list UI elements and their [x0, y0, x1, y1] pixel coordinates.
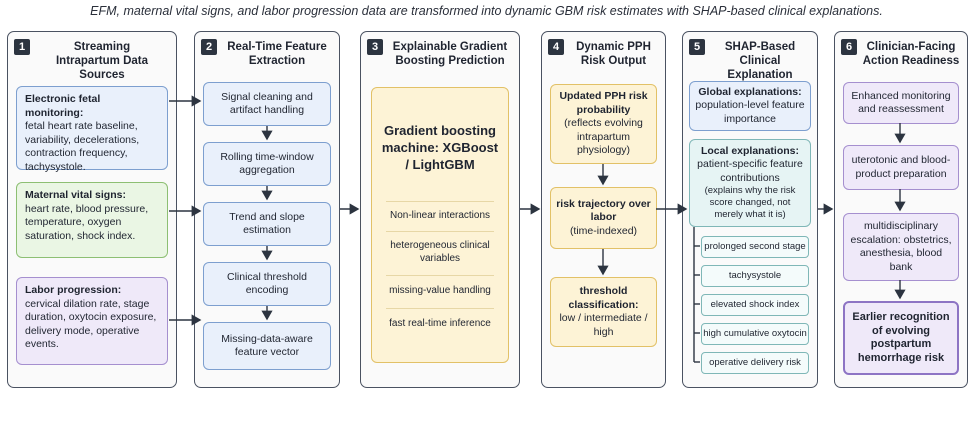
box-body: (time-indexed)	[569, 224, 638, 237]
risk-trajectory-box: risk trajectory over labor (time-indexed…	[550, 187, 657, 249]
box-heading: Local explanations:	[700, 144, 800, 157]
panel-data-sources: 1 Streaming Intrapartum Data Sources Ele…	[7, 31, 177, 388]
divider	[386, 275, 494, 276]
box-text: multidisciplinary escalation: obstetrics…	[850, 220, 952, 273]
box-body: heart rate, blood pressure, temperature,…	[25, 202, 149, 242]
gbm-feature-item: missing-value handling	[389, 285, 491, 296]
labor-progression-box: Labor progression: cervical dilation rat…	[16, 277, 168, 365]
box-heading: Updated PPH risk probability	[559, 90, 648, 116]
divider	[386, 201, 494, 202]
gbm-feature-item: Non-linear interactions	[389, 210, 491, 221]
box-heading: threshold classification:	[568, 285, 639, 311]
feature-step-box: Trend and slope estimation	[203, 202, 331, 246]
box-note: (explains why the risk score changed, no…	[704, 185, 796, 221]
box-heading: Labor progression:	[25, 284, 122, 296]
feature-step-box: Clinical threshold encoding	[203, 262, 331, 306]
shap-feature-tag: elevated shock index	[701, 294, 809, 316]
box-text: Clinical threshold encoding	[227, 270, 307, 297]
local-explanation-box: Local explanations: patient-specific fea…	[689, 139, 811, 227]
maternal-vitals-box: Maternal vital signs: heart rate, blood …	[16, 182, 168, 258]
box-heading: risk trajectory over labor	[556, 197, 651, 224]
box-body: population-level feature importance	[695, 99, 805, 125]
box-text: Missing-data-aware feature vector	[221, 332, 313, 359]
panel-action-readiness: 6 Clinician-Facing Action Readiness Enha…	[834, 31, 968, 388]
global-explanation-box: Global explanations: population-level fe…	[689, 81, 811, 131]
panel-risk-output: 4 Dynamic PPH Risk Output Updated PPH ri…	[541, 31, 666, 388]
outcome-box: Earlier recognition of evolving postpart…	[843, 301, 959, 375]
box-heading: Global explanations:	[698, 85, 802, 98]
box-body: patient-specific feature contributions	[697, 158, 803, 184]
shap-feature-tag: tachysystole	[701, 265, 809, 287]
box-heading: Electronic fetal monitoring:	[25, 93, 101, 119]
panel-title: SHAP-Based Clinical Explanation	[724, 41, 796, 81]
feature-step-box: Rolling time-window aggregation	[203, 142, 331, 186]
gbm-model-title: Gradient boosting machine: XGBoost / Lig…	[381, 123, 499, 172]
step-number: 2	[201, 39, 217, 55]
box-text: Earlier recognition of evolving postpart…	[852, 311, 950, 364]
box-text: Signal cleaning and artifact handling	[221, 90, 313, 117]
action-box: multidisciplinary escalation: obstetrics…	[843, 213, 959, 281]
box-text: Enhanced monitoring and reassessment	[851, 89, 951, 116]
step-number: 3	[367, 39, 383, 55]
threshold-classification-box: threshold classification: low / intermed…	[550, 277, 657, 347]
step-number: 6	[841, 39, 857, 55]
gbm-feature-item: heterogeneous clinical variables	[390, 240, 490, 264]
action-box: Enhanced monitoring and reassessment	[843, 82, 959, 124]
box-body: (reflects evolving intrapartum physiolog…	[564, 117, 643, 157]
panel-title: Real-Time Feature Extraction	[227, 41, 327, 67]
action-box: uterotonic and blood-product preparation	[843, 145, 959, 190]
gbm-feature-item: fast real-time inference	[389, 318, 491, 329]
feature-step-box: Signal cleaning and artifact handling	[203, 82, 331, 126]
box-body: cervical dilation rate, stage duration, …	[25, 297, 157, 351]
feature-step-box: Missing-data-aware feature vector	[203, 322, 331, 370]
step-number: 4	[548, 39, 564, 55]
panel-title: Clinician-Facing Action Readiness	[862, 41, 960, 67]
box-text: Trend and slope estimation	[229, 210, 305, 237]
panel-title: Dynamic PPH Risk Output	[576, 41, 651, 67]
box-text: Rolling time-window aggregation	[220, 150, 314, 177]
box-body: low / intermediate / high	[559, 312, 648, 338]
panel-title: Streaming Intrapartum Data Sources	[55, 41, 149, 81]
shap-feature-tag: operative delivery risk	[701, 352, 809, 374]
box-text: uterotonic and blood-product preparation	[851, 154, 951, 180]
divider	[386, 308, 494, 309]
divider	[386, 231, 494, 232]
box-body: fetal heart rate baseline, variability, …	[25, 120, 140, 173]
shap-feature-tag: prolonged second stage	[701, 236, 809, 258]
gbm-model-box: Gradient boosting machine: XGBoost / Lig…	[371, 87, 509, 363]
panel-feature-extraction: 2 Real-Time Feature Extraction Signal cl…	[194, 31, 340, 388]
shap-feature-tag: high cumulative oxytocin	[701, 323, 809, 345]
risk-probability-box: Updated PPH risk probability (reflects e…	[550, 84, 657, 164]
panel-gbm-prediction: 3 Explainable Gradient Boosting Predicti…	[360, 31, 520, 388]
figure-caption: EFM, maternal vital signs, and labor pro…	[90, 4, 883, 18]
panel-title: Explainable Gradient Boosting Prediction	[392, 41, 508, 67]
efm-source-box: Electronic fetal monitoring: fetal heart…	[16, 86, 168, 173]
step-number: 5	[689, 39, 705, 55]
box-heading: Maternal vital signs:	[25, 189, 126, 201]
step-number: 1	[14, 39, 30, 55]
